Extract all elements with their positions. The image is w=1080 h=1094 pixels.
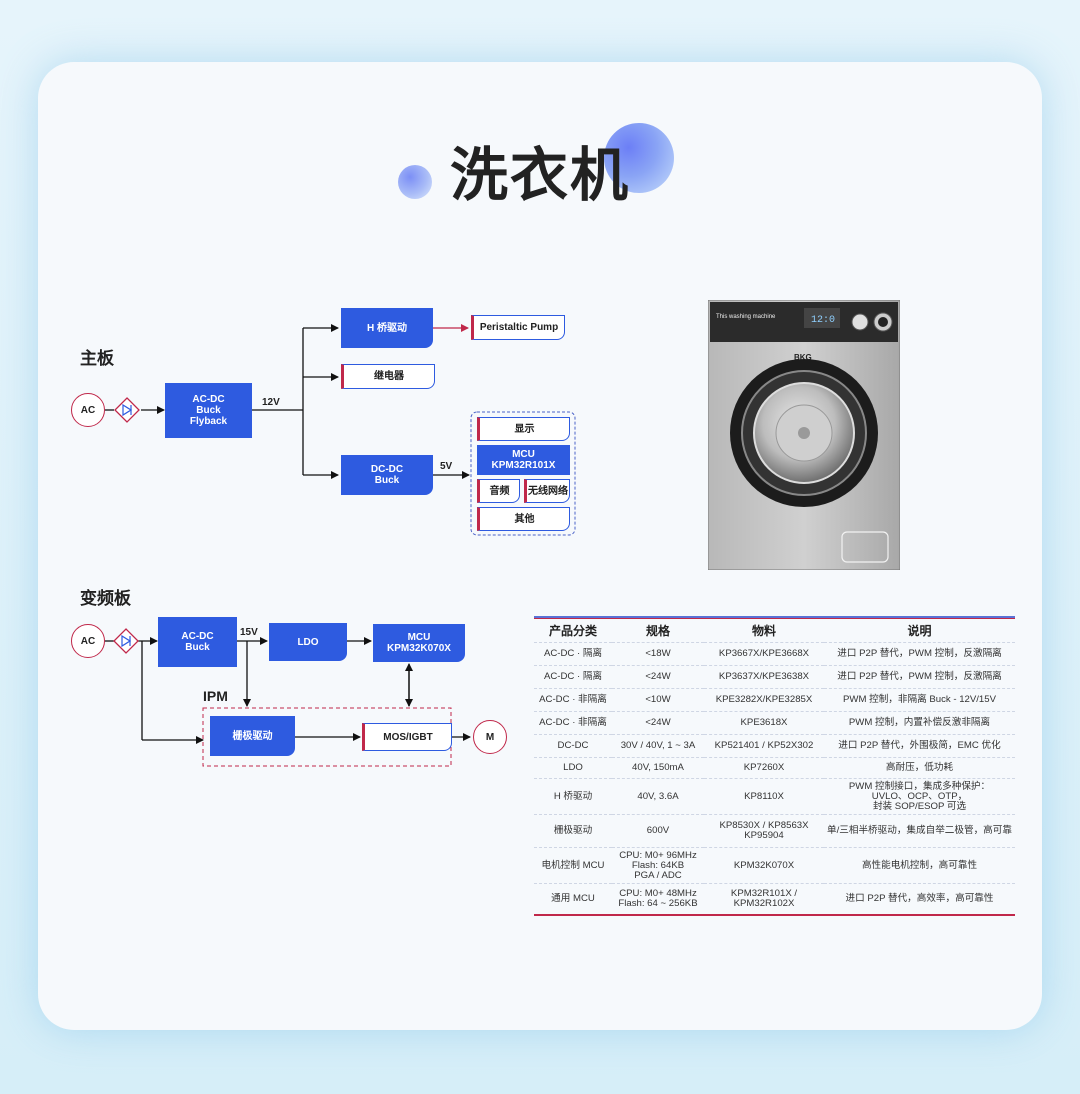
table-cell: KP521401 / KP52X302 <box>704 734 824 758</box>
ac-source: AC <box>71 393 105 427</box>
peristaltic-pump-block: Peristaltic Pump <box>471 315 565 340</box>
table-cell: 30V / 40V, 1 ~ 3A <box>612 734 704 758</box>
table-cell: KPE3282X/KPE3285X <box>704 688 824 712</box>
table-cell: KPE3618X <box>704 711 824 735</box>
table-cell: AC-DC · 非隔离 <box>534 688 612 712</box>
table-row: 通用 MCU CPU: M0+ 48MHz Flash: 64 ~ 256KB … <box>534 883 1015 914</box>
table-row: 栅极驱动 600V KP8530X / KP8563X KP95904 单/三相… <box>534 814 1015 848</box>
voltage-15v-label: 15V <box>240 627 258 638</box>
table-header: 说明 <box>907 623 932 638</box>
washing-machine-image: This washing machine 12:0 BKG <box>708 300 900 570</box>
table-cell: KPM32K070X <box>704 847 824 884</box>
section-label-inverter-board: 变频板 <box>80 589 131 609</box>
table-cell: 电机控制 MCU <box>534 847 612 884</box>
brand-logo: BKG <box>794 353 812 362</box>
table-cell: KP3667X/KPE3668X <box>704 642 824 666</box>
dcdc-block: DC-DC Buck <box>341 455 433 495</box>
motor-circle: M <box>473 720 507 754</box>
table-top-accent-line <box>534 618 1015 619</box>
table-cell: CPU: M0+ 96MHz Flash: 64KB PGA / ADC <box>612 847 704 884</box>
table-header: 产品分类 <box>548 623 597 638</box>
table-cell: LDO <box>534 757 612 779</box>
table-cell: PWM 控制接口，集成多种保护： UVLO、OCP、OTP， 封装 SOP/ES… <box>824 778 1015 815</box>
display-block: 显示 <box>477 417 570 441</box>
table-cell: 高耐压，低功耗 <box>824 757 1015 779</box>
table-cell: H 桥驱动 <box>534 778 612 815</box>
table-cell: KP3637X/KPE3638X <box>704 665 824 689</box>
acdc-block: AC-DC Buck Flyback <box>165 383 252 438</box>
section-label-main-board: 主板 <box>80 349 114 369</box>
table-cell: <24W <box>612 711 704 735</box>
table-row: AC-DC · 隔离 <24W KP3637X/KPE3638X 进口 P2P … <box>534 665 1015 689</box>
table-cell: KPM32R101X / KPM32R102X <box>704 883 824 914</box>
table-header-row: 产品分类 规格 物料 说明 <box>534 618 1015 643</box>
table-cell: 40V, 150mA <box>612 757 704 779</box>
page-title: 洗衣机 <box>449 141 630 209</box>
table-cell: <10W <box>612 688 704 712</box>
audio-block: 音频 <box>477 479 520 503</box>
ac-source-inverter: AC <box>71 624 105 658</box>
panel-text: This washing machine <box>716 314 776 320</box>
h-bridge-block: H 桥驱动 <box>341 308 433 348</box>
voltage-12v-label: 12V <box>262 397 280 408</box>
product-table: 产品分类 规格 物料 说明 AC-DC · 隔离 <18W KP3667X/KP… <box>534 616 1015 916</box>
table-row: DC-DC 30V / 40V, 1 ~ 3A KP521401 / KP52X… <box>534 734 1015 758</box>
table-cell: PWM 控制，非隔离 Buck - 12V/15V <box>824 688 1015 712</box>
other-block: 其他 <box>477 507 570 531</box>
main-mcu-block: MCU KPM32R101X <box>477 445 570 475</box>
table-cell: AC-DC · 非隔离 <box>534 711 612 735</box>
table-cell: <24W <box>612 665 704 689</box>
table-cell: 进口 P2P 替代，PWM 控制，反激隔离 <box>824 642 1015 666</box>
table-cell: 进口 P2P 替代，高效率，高可靠性 <box>824 883 1015 914</box>
panel-display: 12:0 <box>811 315 835 326</box>
table-cell: AC-DC · 隔离 <box>534 642 612 666</box>
table-cell: DC-DC <box>534 734 612 758</box>
table-cell: <18W <box>612 642 704 666</box>
gate-driver-block: 栅极驱动 <box>210 716 295 756</box>
table-cell: PWM 控制，内置补偿反激非隔离 <box>824 711 1015 735</box>
mos-igbt-block: MOS/IGBT <box>362 723 452 751</box>
ldo-block: LDO <box>269 623 347 661</box>
table-row: AC-DC · 隔离 <18W KP3667X/KPE3668X 进口 P2P … <box>534 642 1015 666</box>
wireless-block: 无线网络 <box>524 479 570 503</box>
ipm-label: IPM <box>203 688 228 704</box>
table-row: AC-DC · 非隔离 <10W KPE3282X/KPE3285X PWM 控… <box>534 688 1015 712</box>
table-cell: 600V <box>612 814 704 848</box>
table-cell: 进口 P2P 替代，PWM 控制，反激隔离 <box>824 665 1015 689</box>
table-cell: CPU: M0+ 48MHz Flash: 64 ~ 256KB <box>612 883 704 914</box>
table-cell: KP8110X <box>704 778 824 815</box>
decor-blob-large <box>604 123 674 193</box>
relay-block: 继电器 <box>341 364 435 389</box>
table-cell: 单/三相半桥驱动，集成自举二极管，高可靠 <box>824 814 1015 848</box>
table-header: 规格 <box>645 623 670 638</box>
table-cell: 通用 MCU <box>534 883 612 914</box>
table-row: AC-DC · 非隔离 <24W KPE3618X PWM 控制，内置补偿反激非… <box>534 711 1015 735</box>
table-cell: AC-DC · 隔离 <box>534 665 612 689</box>
table-cell: 40V, 3.6A <box>612 778 704 815</box>
inverter-mcu-block: MCU KPM32K070X <box>373 624 465 662</box>
rectifier-icon <box>113 397 140 654</box>
table-row: LDO 40V, 150mA KP7260X 高耐压，低功耗 <box>534 757 1015 779</box>
table-cell: 高性能电机控制，高可靠性 <box>824 847 1015 884</box>
table-cell: 进口 P2P 替代，外围极简，EMC 优化 <box>824 734 1015 758</box>
table-header: 物料 <box>751 623 776 638</box>
table-row: 电机控制 MCU CPU: M0+ 96MHz Flash: 64KB PGA … <box>534 847 1015 884</box>
table-row: H 桥驱动 40V, 3.6A KP8110X PWM 控制接口，集成多种保护：… <box>534 778 1015 815</box>
voltage-5v-label: 5V <box>440 461 453 472</box>
inverter-acdc-block: AC-DC Buck <box>158 617 237 667</box>
decor-blob-small <box>398 165 432 199</box>
table-cell: KP7260X <box>704 757 824 779</box>
table-cell: KP8530X / KP8563X KP95904 <box>704 814 824 848</box>
table-cell: 栅极驱动 <box>534 814 612 848</box>
